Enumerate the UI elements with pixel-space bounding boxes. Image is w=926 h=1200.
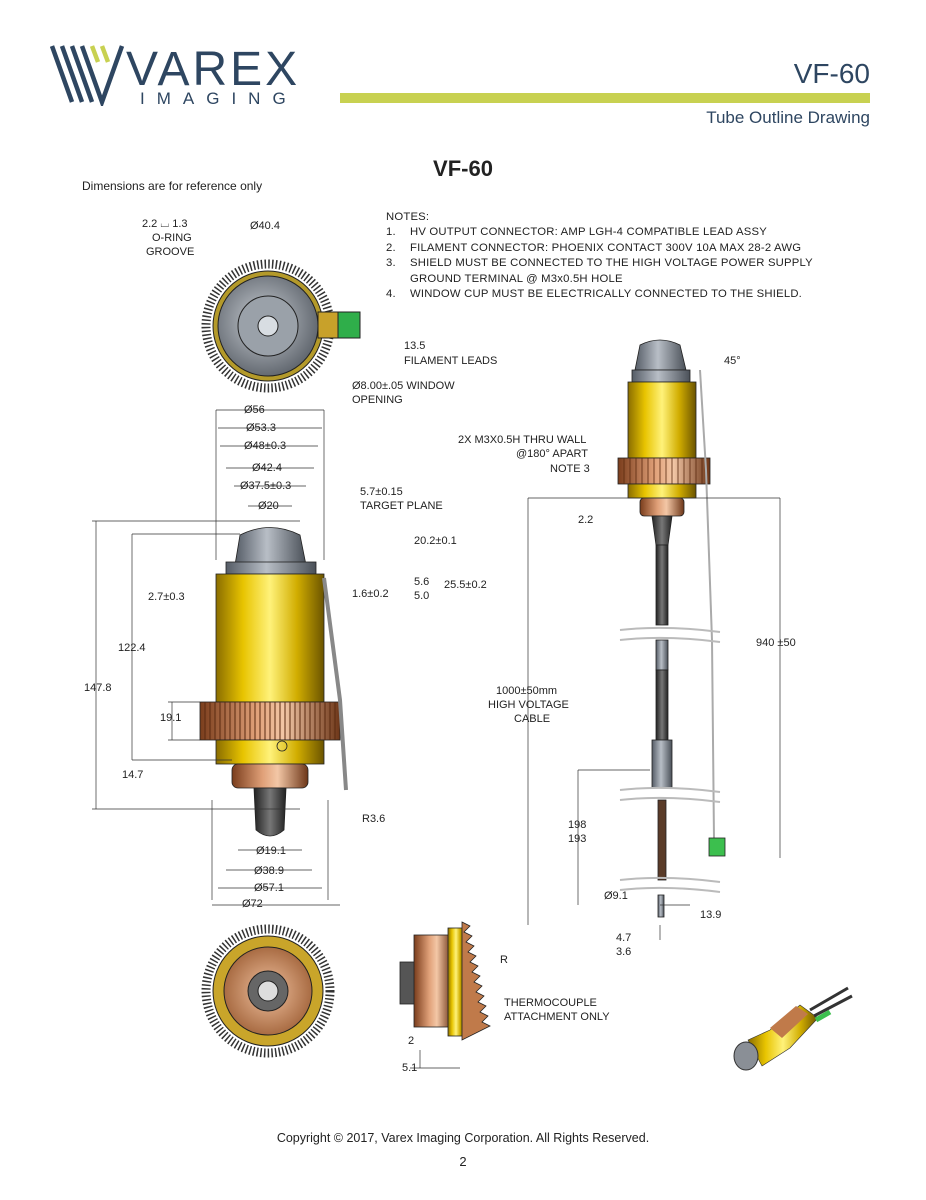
dim-target: 5.7±0.15: [360, 486, 403, 498]
dim-2: 2: [408, 1035, 415, 1047]
dim-198: 198: [568, 819, 587, 831]
cable-label: CABLE: [514, 713, 551, 725]
note-item: 4.WINDOW CUP MUST BE ELECTRICALLY CONNEC…: [386, 288, 803, 301]
dim-193: 193: [568, 833, 587, 845]
mount-label: @180° APART: [516, 448, 589, 460]
groove-label: GROOVE: [146, 246, 195, 258]
notes-block: NOTES: 1.HV OUTPUT CONNECTOR: AMP LGH-4 …: [386, 210, 813, 302]
copyright: Copyright © 2017, Varex Imaging Corporat…: [276, 1131, 650, 1145]
dim-d9-1: Ø9.1: [604, 890, 628, 902]
dim-bd72: Ø72: [242, 898, 263, 910]
dim-d42-4: Ø42.4: [252, 462, 282, 474]
brand-name: VAREX: [126, 43, 301, 96]
dim-147-8: 147.8: [84, 682, 112, 694]
groove-label: O-RING: [152, 232, 192, 244]
groove-dim: 2.2 ⌴ 1.3: [142, 218, 188, 230]
dim-5-1: 5.1: [402, 1062, 418, 1074]
dim-14-7: 14.7: [122, 769, 144, 781]
dim-1-6: 1.6±0.2: [352, 588, 389, 600]
mount-note: NOTE 3: [550, 463, 590, 475]
note-item: 3.SHIELD MUST BE CONNECTED TO THE HIGH V…: [386, 257, 813, 270]
dim-d53-3: Ø53.3: [246, 422, 276, 434]
dim-d20: Ø20: [258, 500, 279, 512]
dim-25-5: 25.5±0.2: [444, 579, 487, 591]
dim-2-7: 2.7±0.3: [148, 591, 185, 603]
drawing-title: VF-60: [433, 156, 493, 181]
filament-dim: 13.5: [404, 340, 426, 352]
dim-r: R: [500, 954, 508, 966]
disclaimer: Dimensions are for reference only: [82, 179, 263, 193]
note-item: GROUND TERMINAL @ M3x0.5H HOLE: [410, 272, 623, 285]
top-view: [201, 259, 361, 393]
front-view: [199, 527, 348, 837]
dim-bd57-1: Ø57.1: [254, 882, 284, 894]
dim-r3-6: R3.6: [362, 813, 386, 825]
dim-45deg: 45°: [724, 355, 741, 367]
varex-logo-mark: [50, 45, 125, 106]
dim-20-2: 20.2±0.1: [414, 535, 457, 547]
accent-bar: [340, 93, 870, 103]
dim-19-1: 19.1: [160, 712, 182, 724]
bottom-view: [201, 924, 335, 1058]
dim-3-6: 3.6: [616, 946, 632, 958]
dim-bd19-1: Ø19.1: [256, 845, 286, 857]
dim-4-7: 4.7: [616, 932, 632, 944]
detail-view: [399, 921, 491, 1041]
window-dim: Ø8.00±.05 WINDOW: [352, 380, 455, 392]
dim-2-2: 2.2: [578, 514, 594, 526]
dim-5-0: 5.0: [414, 590, 430, 602]
dim-d37-5: Ø37.5±0.3: [240, 480, 292, 492]
filament-label: FILAMENT LEADS: [404, 355, 498, 367]
document-title: Tube Outline Drawing: [706, 108, 870, 127]
cable-label: HIGH VOLTAGE: [488, 699, 569, 711]
brand-subtitle: IMAGING: [140, 89, 298, 108]
dimension-lines: [92, 409, 781, 1069]
dim-5-6: 5.6: [414, 576, 430, 588]
notes-heading: NOTES:: [386, 211, 430, 223]
note-item: 1.HV OUTPUT CONNECTOR: AMP LGH-4 COMPATI…: [386, 226, 767, 239]
thermocouple-label: THERMOCOUPLE: [504, 997, 597, 1009]
mount-label: 2X M3X0.5H THRU WALL: [458, 434, 587, 446]
cable-length: 1000±50mm: [496, 685, 558, 697]
target-plane-label: TARGET PLANE: [360, 500, 443, 512]
model-code: VF-60: [793, 58, 870, 89]
dim-bd38-9: Ø38.9: [254, 865, 284, 877]
dim-d48: Ø48±0.3: [244, 440, 287, 452]
dim-d56: Ø56: [244, 404, 265, 416]
dim-13-9: 13.9: [700, 909, 722, 921]
dim-d40-4: Ø40.4: [250, 220, 280, 232]
window-label: OPENING: [352, 394, 403, 406]
isometric-render: [733, 986, 853, 1071]
note-item: 2.FILAMENT CONNECTOR: PHOENIX CONTACT 30…: [386, 241, 802, 254]
dim-122-4: 122.4: [118, 642, 146, 654]
page-number: 2: [459, 1154, 467, 1169]
side-view: [617, 339, 726, 918]
dim-940: 940 ±50: [756, 637, 796, 649]
thermocouple-label: ATTACHMENT ONLY: [504, 1011, 610, 1023]
